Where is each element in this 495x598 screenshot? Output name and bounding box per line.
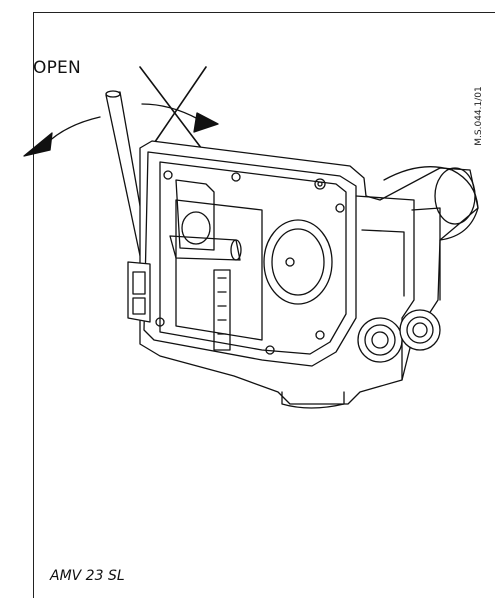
rotation-arrow-right-head [193, 112, 219, 133]
screw-bottom-right [315, 330, 325, 340]
drawing-code-text: M.S.044.1/01 [474, 86, 484, 146]
screw-bottom [265, 345, 275, 355]
figure-caption: AMV 23 SL [50, 568, 125, 584]
frame-left-border [33, 12, 34, 598]
motor-cylinder [383, 166, 479, 241]
side-connector [127, 261, 151, 323]
screw-top-left [163, 170, 173, 180]
position-indicator-disc [263, 219, 333, 305]
frame-top-border [33, 12, 495, 13]
terminal-block [213, 269, 231, 351]
screw-bottom-left [155, 317, 165, 327]
rotation-arrow-left-arc [44, 116, 101, 146]
circuit-board [175, 199, 263, 341]
screw-top-right [231, 172, 241, 182]
rotation-arrow-left-head [23, 132, 53, 157]
bottom-flange [281, 391, 345, 409]
screw-right-mid [335, 203, 345, 213]
drawing-code: M.S.044.1/01 [469, 56, 489, 176]
cross-out-line-1 [139, 66, 209, 158]
screw-right-upper [314, 178, 326, 190]
housing-rim [143, 151, 357, 367]
open-label: OPEN [33, 58, 81, 78]
cable-gland-right [399, 309, 441, 351]
